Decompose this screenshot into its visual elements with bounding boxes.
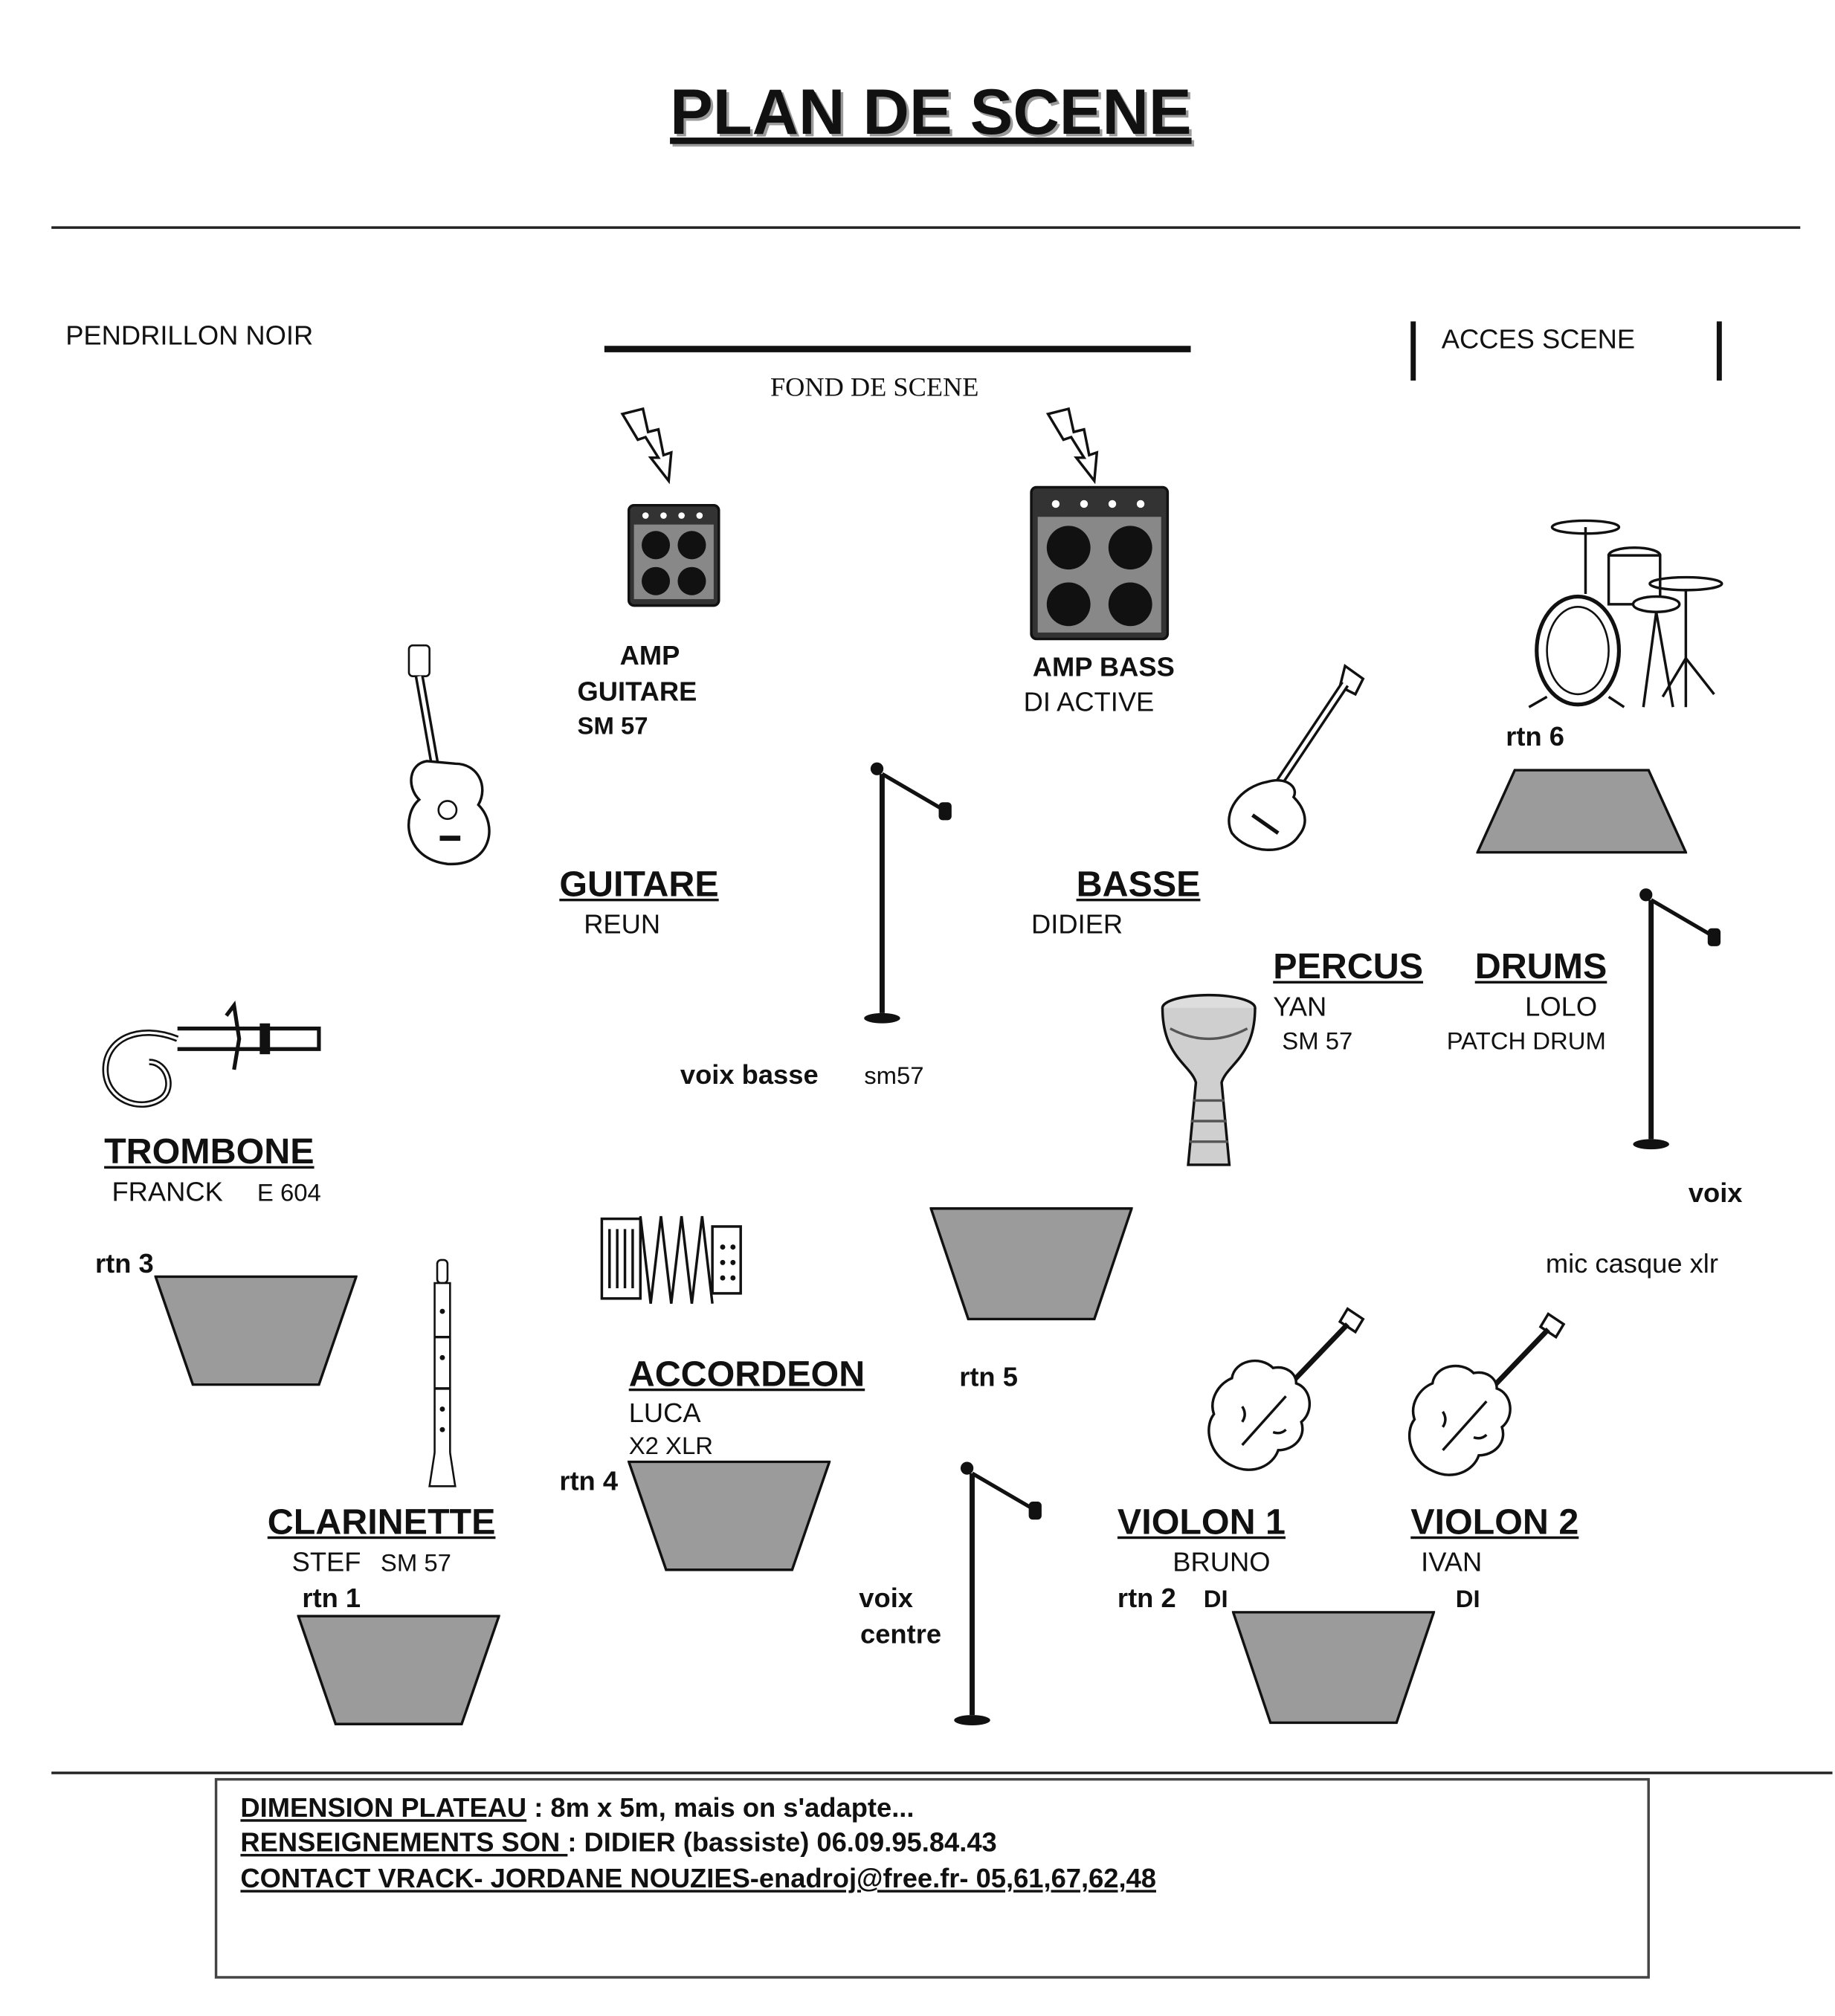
bass-guitar-icon (1228, 663, 1365, 851)
footer-line-3: CONTACT VRACK- JORDANE NOUZIES-enadroj@f… (240, 1864, 1156, 1896)
bass-amp-icon (1030, 485, 1170, 641)
guitare-name: REUN (584, 910, 661, 940)
clarinette-instrument: CLARINETTE (267, 1502, 496, 1542)
monitor-wedge-rtn-5 (929, 1207, 1133, 1321)
amp-bass-di: DI ACTIVE (1023, 688, 1155, 718)
monitor-wedge-rtn-4 (627, 1460, 831, 1571)
drums-mic: PATCH DRUM (1446, 1028, 1606, 1056)
amp-guitare-label: AMP (619, 642, 680, 671)
renseignements-son-text: : DIDIER (bassiste) 06.09.95.84.43 (567, 1828, 997, 1858)
mic-stand-icon (864, 762, 952, 1024)
power-icon (1045, 407, 1099, 485)
drum-kit-icon (1528, 519, 1723, 708)
percus-instrument: PERCUS (1273, 946, 1424, 986)
accordeon-mic: X2 XLR (628, 1433, 713, 1461)
dimension-plateau-label: DIMENSION PLATEAU (240, 1793, 527, 1823)
amp-guitare-label-2: GUITARE (577, 677, 697, 708)
renseignements-son-label: RENSEIGNEMENTS SON (240, 1828, 568, 1858)
accordion-icon (600, 1215, 742, 1304)
fond-de-scene-line (604, 346, 1191, 352)
monitor-wedge-rtn-3 (154, 1275, 358, 1386)
violon-2-name: IVAN (1421, 1548, 1483, 1578)
trombone-icon (102, 1000, 321, 1108)
acoustic-guitar-icon (407, 644, 491, 865)
violon-1-name: BRUNO (1173, 1548, 1271, 1578)
power-icon (620, 407, 673, 485)
percus-name: YAN (1273, 992, 1327, 1022)
acces-scene-label: ACCES SCENE (1441, 325, 1636, 355)
top-divider (51, 226, 1801, 229)
fond-de-scene-label: FOND DE SCENE (770, 371, 979, 403)
amp-bass-label: AMP BASS (1032, 653, 1175, 683)
dimension-plateau-text: : 8m x 5m, mais on s'adapte... (526, 1793, 915, 1823)
monitor-wedge-rtn-2 (1231, 1611, 1436, 1725)
violon-1-di: DI (1203, 1586, 1228, 1614)
accordeon-instrument: ACCORDEON (628, 1354, 865, 1394)
guitar-amp-icon (627, 503, 720, 607)
pendrillon-label: PENDRILLON NOIR (65, 321, 314, 352)
voix-basse-label: voix basse (680, 1060, 819, 1091)
violon-1-instrument: VIOLON 1 (1117, 1502, 1286, 1542)
footer-line-2: RENSEIGNEMENTS SON : DIDIER (bassiste) 0… (240, 1828, 996, 1859)
guitare-instrument: GUITARE (559, 864, 719, 904)
contact-text: CONTACT VRACK- JORDANE NOUZIES-enadroj@f… (240, 1864, 1156, 1894)
trombone-instrument: TROMBONE (104, 1131, 315, 1172)
rtn-1-label: rtn 1 (302, 1583, 361, 1614)
voix-centre-label: voix (859, 1583, 913, 1614)
voix-centre-label-2: centre (860, 1620, 942, 1650)
footer-box (214, 1777, 1650, 1979)
violon-2-instrument: VIOLON 2 (1410, 1502, 1579, 1542)
violon-2-di: DI (1455, 1586, 1480, 1614)
amp-guitare-mic: SM 57 (577, 713, 648, 741)
mic-casque-label: mic casque xlr (1545, 1250, 1718, 1279)
violin-icon (1407, 1312, 1566, 1476)
clarinet-icon (428, 1259, 457, 1487)
monitor-wedge-rtn-1 (297, 1615, 500, 1725)
voix-basse-model: sm57 (864, 1063, 924, 1091)
rtn-4-label: rtn 4 (559, 1467, 619, 1497)
voix-label: voix (1688, 1178, 1743, 1209)
acces-bar-right (1716, 321, 1722, 381)
footer-line-1: DIMENSION PLATEAU : 8m x 5m, mais on s'a… (240, 1794, 914, 1825)
percus-mic: SM 57 (1282, 1028, 1353, 1056)
monitor-wedge-rtn-6 (1476, 769, 1688, 854)
djembe-icon (1161, 993, 1257, 1166)
violin-icon (1207, 1307, 1365, 1471)
trombone-mic: E 604 (257, 1180, 321, 1208)
rtn-5-label: rtn 5 (959, 1363, 1018, 1393)
rtn-6-label: rtn 6 (1506, 722, 1564, 752)
bottom-divider (51, 1771, 1833, 1774)
acces-bar-left (1410, 321, 1416, 381)
trombone-name: FRANCK (112, 1177, 223, 1208)
mic-stand-icon (954, 1461, 1042, 1725)
accordeon-name: LUCA (628, 1398, 701, 1429)
rtn-3-label: rtn 3 (94, 1250, 154, 1279)
drums-name: LOLO (1525, 992, 1598, 1022)
basse-instrument: BASSE (1076, 864, 1201, 904)
mic-stand-icon (1633, 888, 1721, 1150)
drums-instrument: DRUMS (1474, 946, 1607, 986)
clarinette-mic: SM 57 (380, 1550, 451, 1578)
page-title: PLAN DE SCENE (670, 76, 1192, 148)
basse-name: DIDIER (1031, 910, 1123, 940)
clarinette-name: STEF (291, 1548, 361, 1578)
rtn-2-label: rtn 2 (1117, 1583, 1176, 1614)
